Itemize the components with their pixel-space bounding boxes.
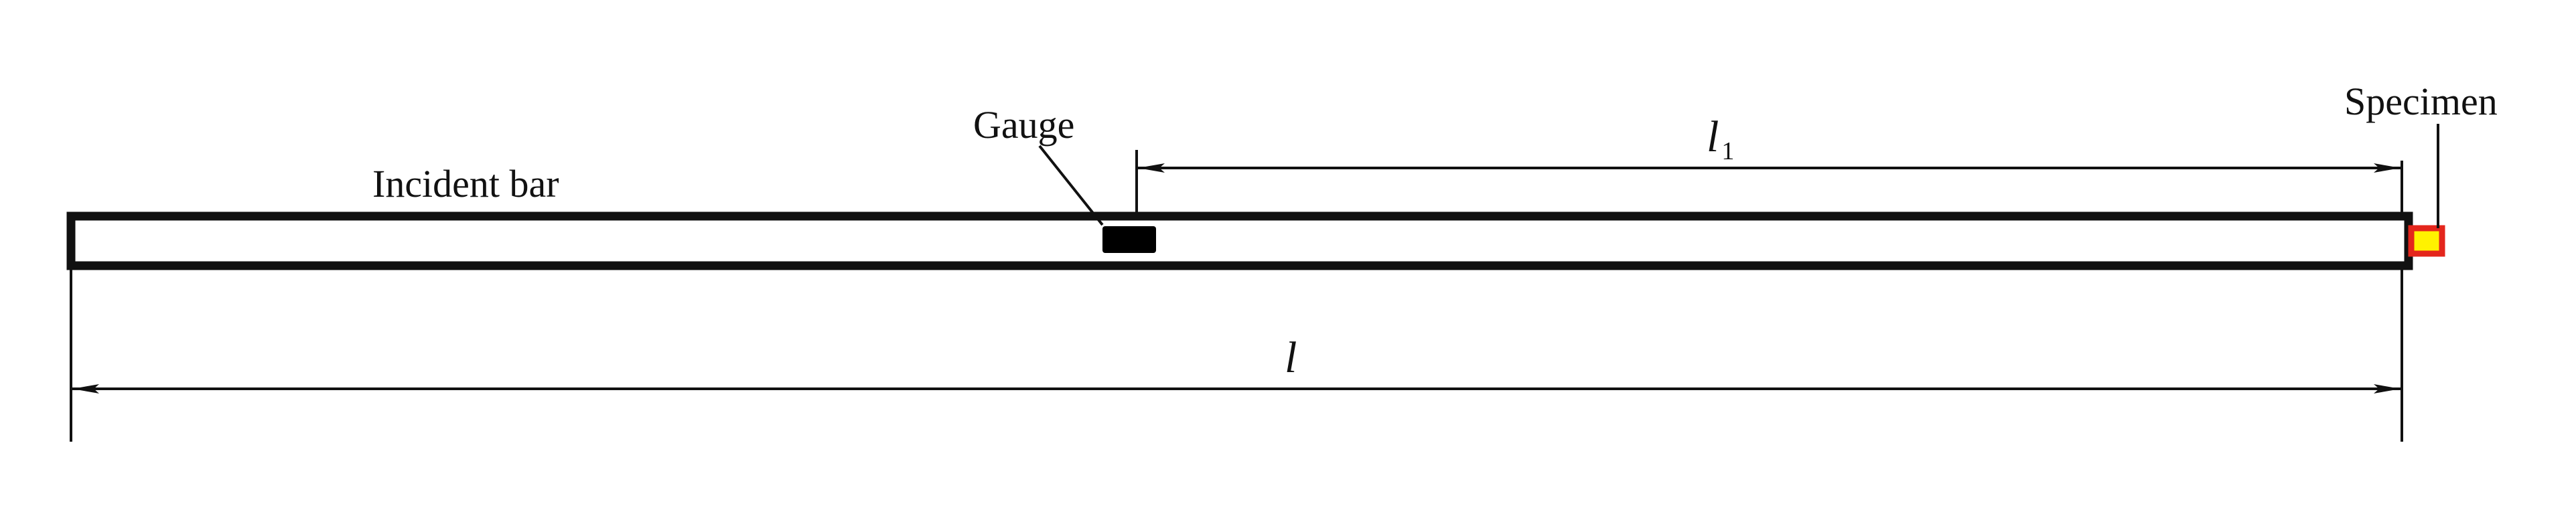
incident-bar [66,211,2413,270]
gauge-leader-line [1038,145,1104,226]
incident-bar-label: Incident bar [372,162,559,205]
specimen [2408,225,2445,257]
dimension-l1-variable: l [1707,112,1719,161]
gauge-label: Gauge [973,103,1074,147]
dimension-l-label: l [1285,333,1297,382]
gauge [1102,226,1156,253]
specimen-label: Specimen [2344,80,2498,123]
dimension-l1-subscript: 1 [1721,137,1734,165]
dimension-l1-label: l 1 [1707,112,1734,165]
